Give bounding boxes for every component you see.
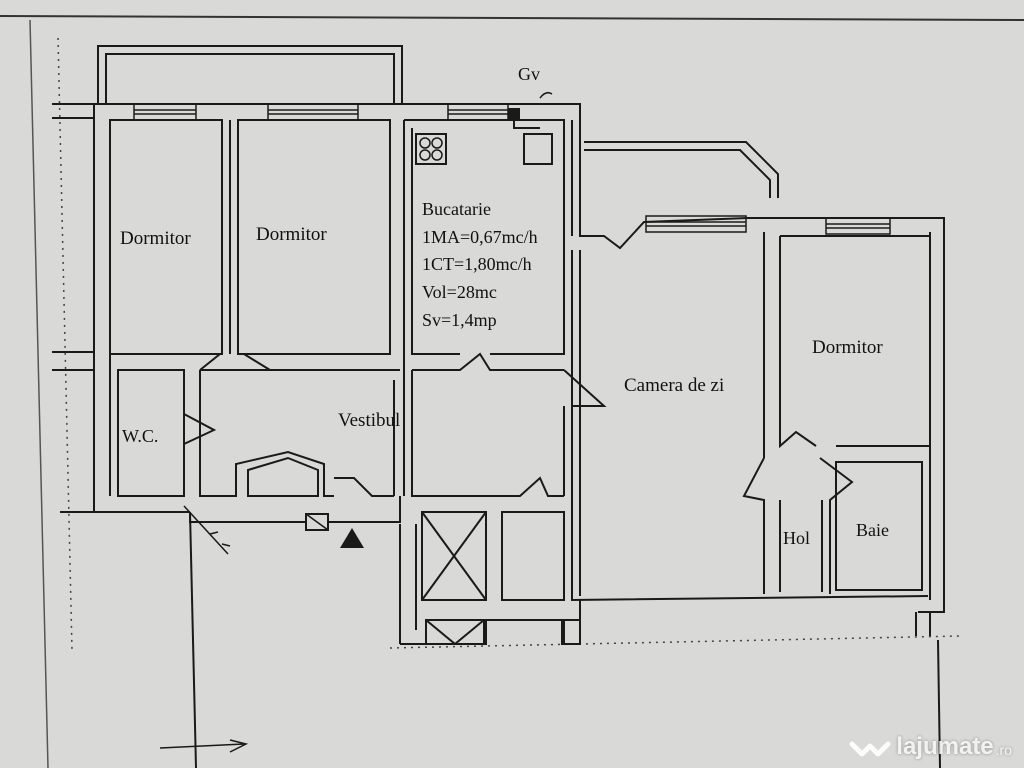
- gv-leader-icon: [539, 91, 553, 99]
- room-label-baie: Baie: [856, 520, 889, 540]
- entry-arrow-icon: [183, 505, 231, 555]
- kitchen-spec-sv: Sv=1,4mp: [422, 310, 497, 330]
- room-label-dormitor-middle: Dormitor: [256, 224, 327, 245]
- north-arrow-icon: [159, 739, 249, 753]
- triangle-marker-icon: [340, 528, 364, 548]
- room-label-hol: Hol: [783, 528, 810, 548]
- kitchen-spec-1ct: 1CT=1,80mc/h: [422, 254, 532, 274]
- paper-edge-left: [29, 19, 49, 768]
- paper-edge-top: [0, 15, 1024, 21]
- room-label-dormitor-left: Dormitor: [120, 228, 191, 249]
- room-label-vestibul: Vestibul: [338, 410, 400, 431]
- gas-pipe: [189, 118, 540, 523]
- stove-icon: [415, 133, 447, 165]
- interior-walls: [109, 119, 931, 645]
- room-label-wc: W.C.: [122, 426, 158, 446]
- gas-meter-mark: [305, 513, 329, 531]
- kitchen-spec-vol: Vol=28mc: [422, 282, 497, 302]
- boiler-icon: [523, 133, 553, 165]
- kitchen-spec-1ma: 1MA=0,67mc/h: [422, 227, 538, 247]
- gas-valve-label: Gv: [518, 64, 540, 84]
- ground-lines: [52, 103, 941, 768]
- kitchen-name: Bucatarie: [422, 199, 491, 219]
- gas-valve-icon: [508, 108, 520, 120]
- balcony-outlines: [97, 45, 779, 198]
- window-marks: [133, 103, 891, 235]
- room-label-dormitor-right: Dormitor: [812, 337, 883, 358]
- room-label-camera-de-zi: Camera de zi: [624, 375, 724, 396]
